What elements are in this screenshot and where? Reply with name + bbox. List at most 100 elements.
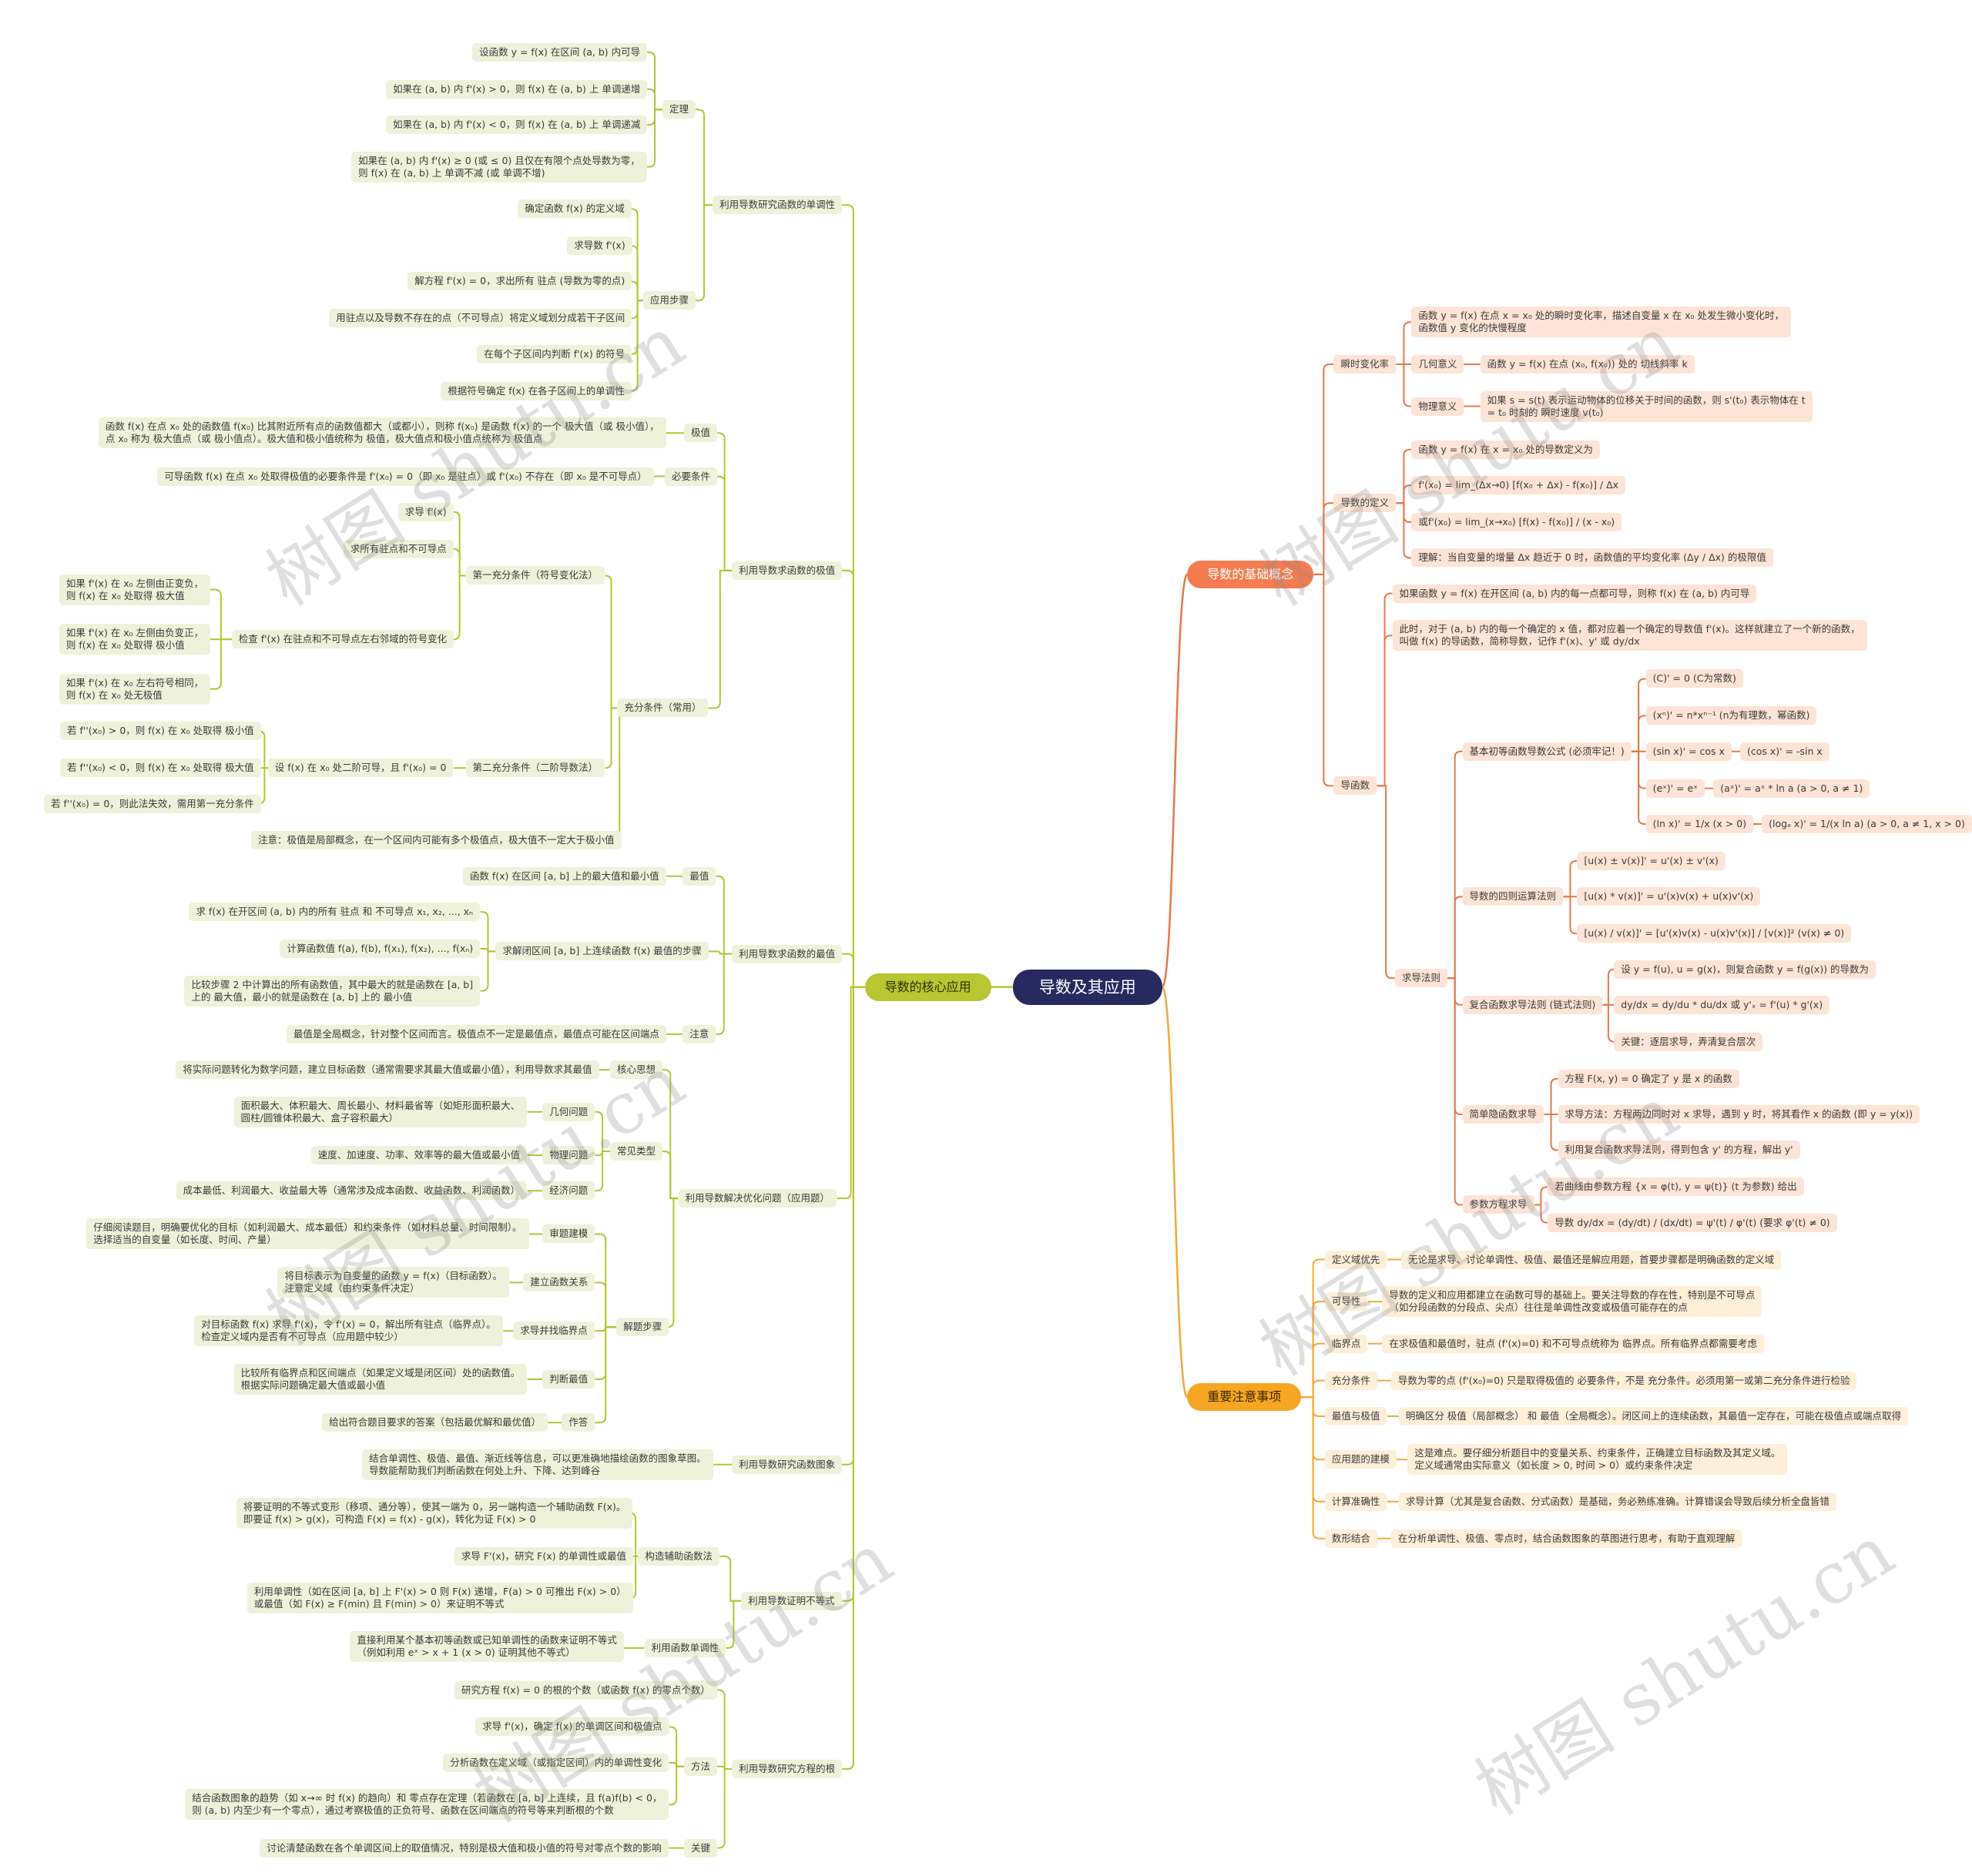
connector-mono-th-3 [647, 109, 662, 168]
connector-opt-s-0 [595, 1233, 617, 1328]
mindmap-node-imono-t: 直接利用某个基本初等函数或已知单调性的函数来证明不等式 （例如利用 eˣ > x… [350, 1631, 624, 1663]
mindmap-node-mono-st-4: 在每个子区间内判断 f'(x) 的符号 [477, 344, 632, 363]
connector-def-3 [1396, 502, 1412, 559]
connector-def-0 [1396, 448, 1412, 504]
mindmap-node-arith-1: [u(x) * v(x)]' = u'(x)v(x) + u(x)v'(x) [1577, 887, 1761, 906]
mindmap-node-basic-0: (C)' = 0 (C为常数) [1645, 669, 1743, 688]
connector-basic-0 [1631, 678, 1646, 752]
mindmap-node-aux-1: 求导 F'(x)，研究 F(x) 的单调性或最值 [454, 1546, 633, 1566]
connector-ext-chk-2 [210, 638, 232, 690]
mindmap-node-gr-t: 结合单调性、极值、最值、渐近线等信息，可以更准确地描绘函数的图象草图。 导数能帮… [362, 1449, 713, 1480]
connector-rate [1313, 363, 1334, 575]
mindmap-node-note-7-t: 在分析单调性、极值、零点时，结合函数图象的草图进行思考，有助于直观理解 [1390, 1529, 1742, 1548]
mindmap-node-opt-t-1-t: 速度、加速度、功率、效率等的最大值或最小值 [310, 1145, 528, 1164]
mindmap-node-def-0: 函数 y = f(x) 在 x = x₀ 处的导数定义为 [1411, 440, 1600, 459]
mindmap-node-opt-s-0-t: 仔细阅读题目，明确要优化的目标（如利润最大、成本最低）和约束条件（如材料总量、时… [86, 1218, 529, 1250]
mindmap-node-der-1: 此时，对于 (a, b) 内的每一个确定的 x 值，都对应着一个确定的导数值 f… [1392, 620, 1867, 652]
mindmap-node-notes: 重要注意事项 [1187, 1383, 1302, 1412]
mindmap-node-mm-n: 注意 [682, 1024, 716, 1044]
connector-der-0 [1377, 592, 1393, 787]
mindmap-node-note-2-t: 在求极值和最值时，驻点 (f'(x)=0) 和不可导点统称为 临界点。所有临界点… [1382, 1334, 1764, 1353]
mindmap-node-opt-s-1: 建立函数关系 [523, 1273, 595, 1292]
mindmap-node-opt-s-4: 作答 [562, 1413, 595, 1432]
mindmap-node-basic-4b: (logₐ x)' = 1/(x ln a) (a > 0, a ≠ 1, x … [1762, 814, 1972, 833]
mindmap-node-basic-1: (xⁿ)' = n*xⁿ⁻¹ (n为有理数，幂函数) [1645, 706, 1817, 725]
mindmap-node-ext-second: 第二充分条件（二阶导数法） [465, 759, 605, 778]
connector-opt-t-0 [595, 1111, 610, 1152]
mindmap-node-note-3: 充分条件 [1324, 1371, 1377, 1390]
connector-mono-st-0 [631, 208, 643, 302]
connector-arith [1447, 896, 1463, 980]
connector-mono-st-2 [631, 280, 643, 302]
mindmap-node-ext-first-1: 求所有驻点和不可导点 [343, 539, 454, 558]
connector-opt [837, 986, 865, 1200]
mindmap-node-gr: 利用导数研究函数图象 [732, 1455, 843, 1474]
mindmap-node-rules: 求导法则 [1394, 969, 1447, 988]
mindmap-node-def-2: 或f'(x₀) = lim_(x→x₀) [f(x) - f(x₀)] / (x… [1411, 513, 1622, 532]
connector-mono-st [695, 204, 713, 302]
mindmap-node-mono-th-3: 如果在 (a, b) 内 f'(x) ≥ 0 (或 ≤ 0) 且仅在有限个点处导… [351, 151, 647, 183]
mindmap-node-arith-2: [u(x) / v(x)]' = [u'(x)v(x) - u(x)v'(x)]… [1577, 924, 1852, 943]
mindmap-node-note-5-t: 这是难点。要仔细分析题目中的变量关系、约束条件，正确建立目标函数及其定义域。 定… [1407, 1444, 1788, 1476]
mindmap-node-mono-th-0: 设函数 y = f(x) 在区间 (a, b) 内可导 [472, 42, 648, 62]
mindmap-node-basic-2: (sin x)' = cos x [1645, 742, 1732, 761]
connector-impl-0 [1544, 1077, 1558, 1116]
connector-ext-first-0 [453, 511, 466, 577]
connector-chain-2 [1602, 1003, 1615, 1043]
mindmap-node-impl-0: 方程 F(x, y) = 0 确定了 y 是 x 的函数 [1558, 1069, 1739, 1088]
mindmap-node-ext-chk-0: 如果 f'(x) 在 x₀ 左侧由正变负， 则 f(x) 在 x₀ 处取得 极大… [59, 574, 211, 605]
mindmap-node-chain-0: 设 y = f(u), u = g(x)，则复合函数 y = f(g(x)) 的… [1614, 960, 1876, 979]
connector-arith-2 [1563, 896, 1578, 935]
connector-mm-s-2 [480, 950, 496, 992]
mindmap-node-note-4-t: 明确区分 极值（局部概念） 和 最值（全局概念）。闭区间上的连续函数，其最值一定… [1398, 1406, 1908, 1425]
connector-ext-nec [717, 475, 733, 571]
mindmap-node-note-3-t: 导数为零的点 (f'(x₀)=0) 只是取得极值的 必要条件，不是 充分条件。必… [1390, 1371, 1857, 1390]
connector-ext-def [717, 432, 733, 571]
mindmap-node-der: 导函数 [1333, 776, 1377, 796]
mindmap-node-mm-s: 求解闭区间 [a, b] 上连续函数 f(x) 最值的步骤 [495, 942, 709, 961]
connector-opt-t-2 [595, 1150, 610, 1192]
mindmap-node-aux: 构造辅助函数法 [638, 1546, 719, 1566]
connector-mono-th-0 [647, 51, 662, 111]
connector-rate-d [1396, 321, 1412, 365]
mindmap-node-imono: 利用函数单调性 [644, 1638, 726, 1657]
mindmap-node-def-3: 理解：当自变量的增量 Δx 趋近于 0 时，函数值的平均变化率 (Δy / Δx… [1411, 548, 1773, 568]
connector-mm-n [716, 953, 733, 1035]
connector-note-3 [1301, 1379, 1325, 1399]
mindmap-node-ext-prem-1: 若 f''(x₀) < 0，则 f(x) 在 x₀ 处取得 极大值 [60, 759, 261, 778]
mindmap-node-opt-s-0: 审题建模 [542, 1224, 595, 1244]
connector-der-1 [1377, 635, 1393, 787]
connector-arith-0 [1563, 859, 1578, 898]
mindmap-node-opt-t-2: 经济问题 [542, 1181, 595, 1201]
connector-mm-s-0 [480, 911, 496, 953]
connector-notes [1161, 986, 1189, 1399]
mindmap-node-mono-st-5: 根据符号确定 f(x) 在各子区间上的单调性 [441, 381, 632, 400]
mindmap-node-ext-chk-1: 如果 f'(x) 在 x₀ 左侧由负变正， 则 f(x) 在 x₀ 处取得 极小… [59, 624, 211, 655]
connector-ext-chk-0 [210, 588, 232, 641]
connector-rules [1377, 785, 1395, 980]
mindmap-node-mm-v: 最值 [682, 866, 716, 886]
mindmap-node-impl: 简单隐函数求导 [1462, 1105, 1544, 1124]
mindmap-node-mm-v-t: 函数 f(x) 在区间 [a, b] 上的最大值和最小值 [462, 866, 666, 886]
mindmap-node-ext-prem: 设 f(x) 在 x₀ 处二阶可导，且 f'(x₀) = 0 [267, 759, 454, 778]
mindmap-node-opt: 利用导数解决优化问题（应用题） [678, 1189, 837, 1208]
mindmap-node-ext-def: 极值 [684, 424, 718, 443]
connector-param-0 [1534, 1186, 1548, 1206]
mindmap-node-opt-t: 常见类型 [609, 1141, 662, 1161]
mindmap-node-ext-nec-t: 可导函数 f(x) 在点 x₀ 处取得极值的必要条件是 f'(x₀) = 0（即… [157, 467, 654, 486]
connector-ext-first-1 [453, 548, 466, 577]
mindmap-node-arith-0: [u(x) ± v(x)]' = u'(x) ± v'(x) [1577, 851, 1726, 870]
connector-mono-st-5 [631, 300, 643, 392]
connector-phy [1396, 363, 1412, 407]
mindmap-node-basic-4: (ln x)' = 1/x (x > 0) [1645, 814, 1754, 833]
connector-note-2 [1301, 1342, 1325, 1399]
connector-bas [1161, 573, 1189, 988]
mindmap-node-bas: 导数的基础概念 [1187, 560, 1314, 588]
mindmap-node-mono-th-1: 如果在 (a, b) 内 f'(x) > 0，则 f(x) 在 (a, b) 上… [386, 79, 648, 99]
mindmap-node-opt-s-4-t: 给出符合题目要求的答案（包括最优解和最优值） [322, 1413, 548, 1432]
connector-note-7 [1301, 1396, 1325, 1539]
connector-note-1 [1301, 1301, 1325, 1399]
connector-basic-4 [1631, 750, 1646, 825]
mindmap-node-opt-t-0-t: 面积最大、体积最大、周长最小、材料最省等（如矩形面积最大、 圆柱/圆锥体积最大、… [233, 1096, 528, 1127]
